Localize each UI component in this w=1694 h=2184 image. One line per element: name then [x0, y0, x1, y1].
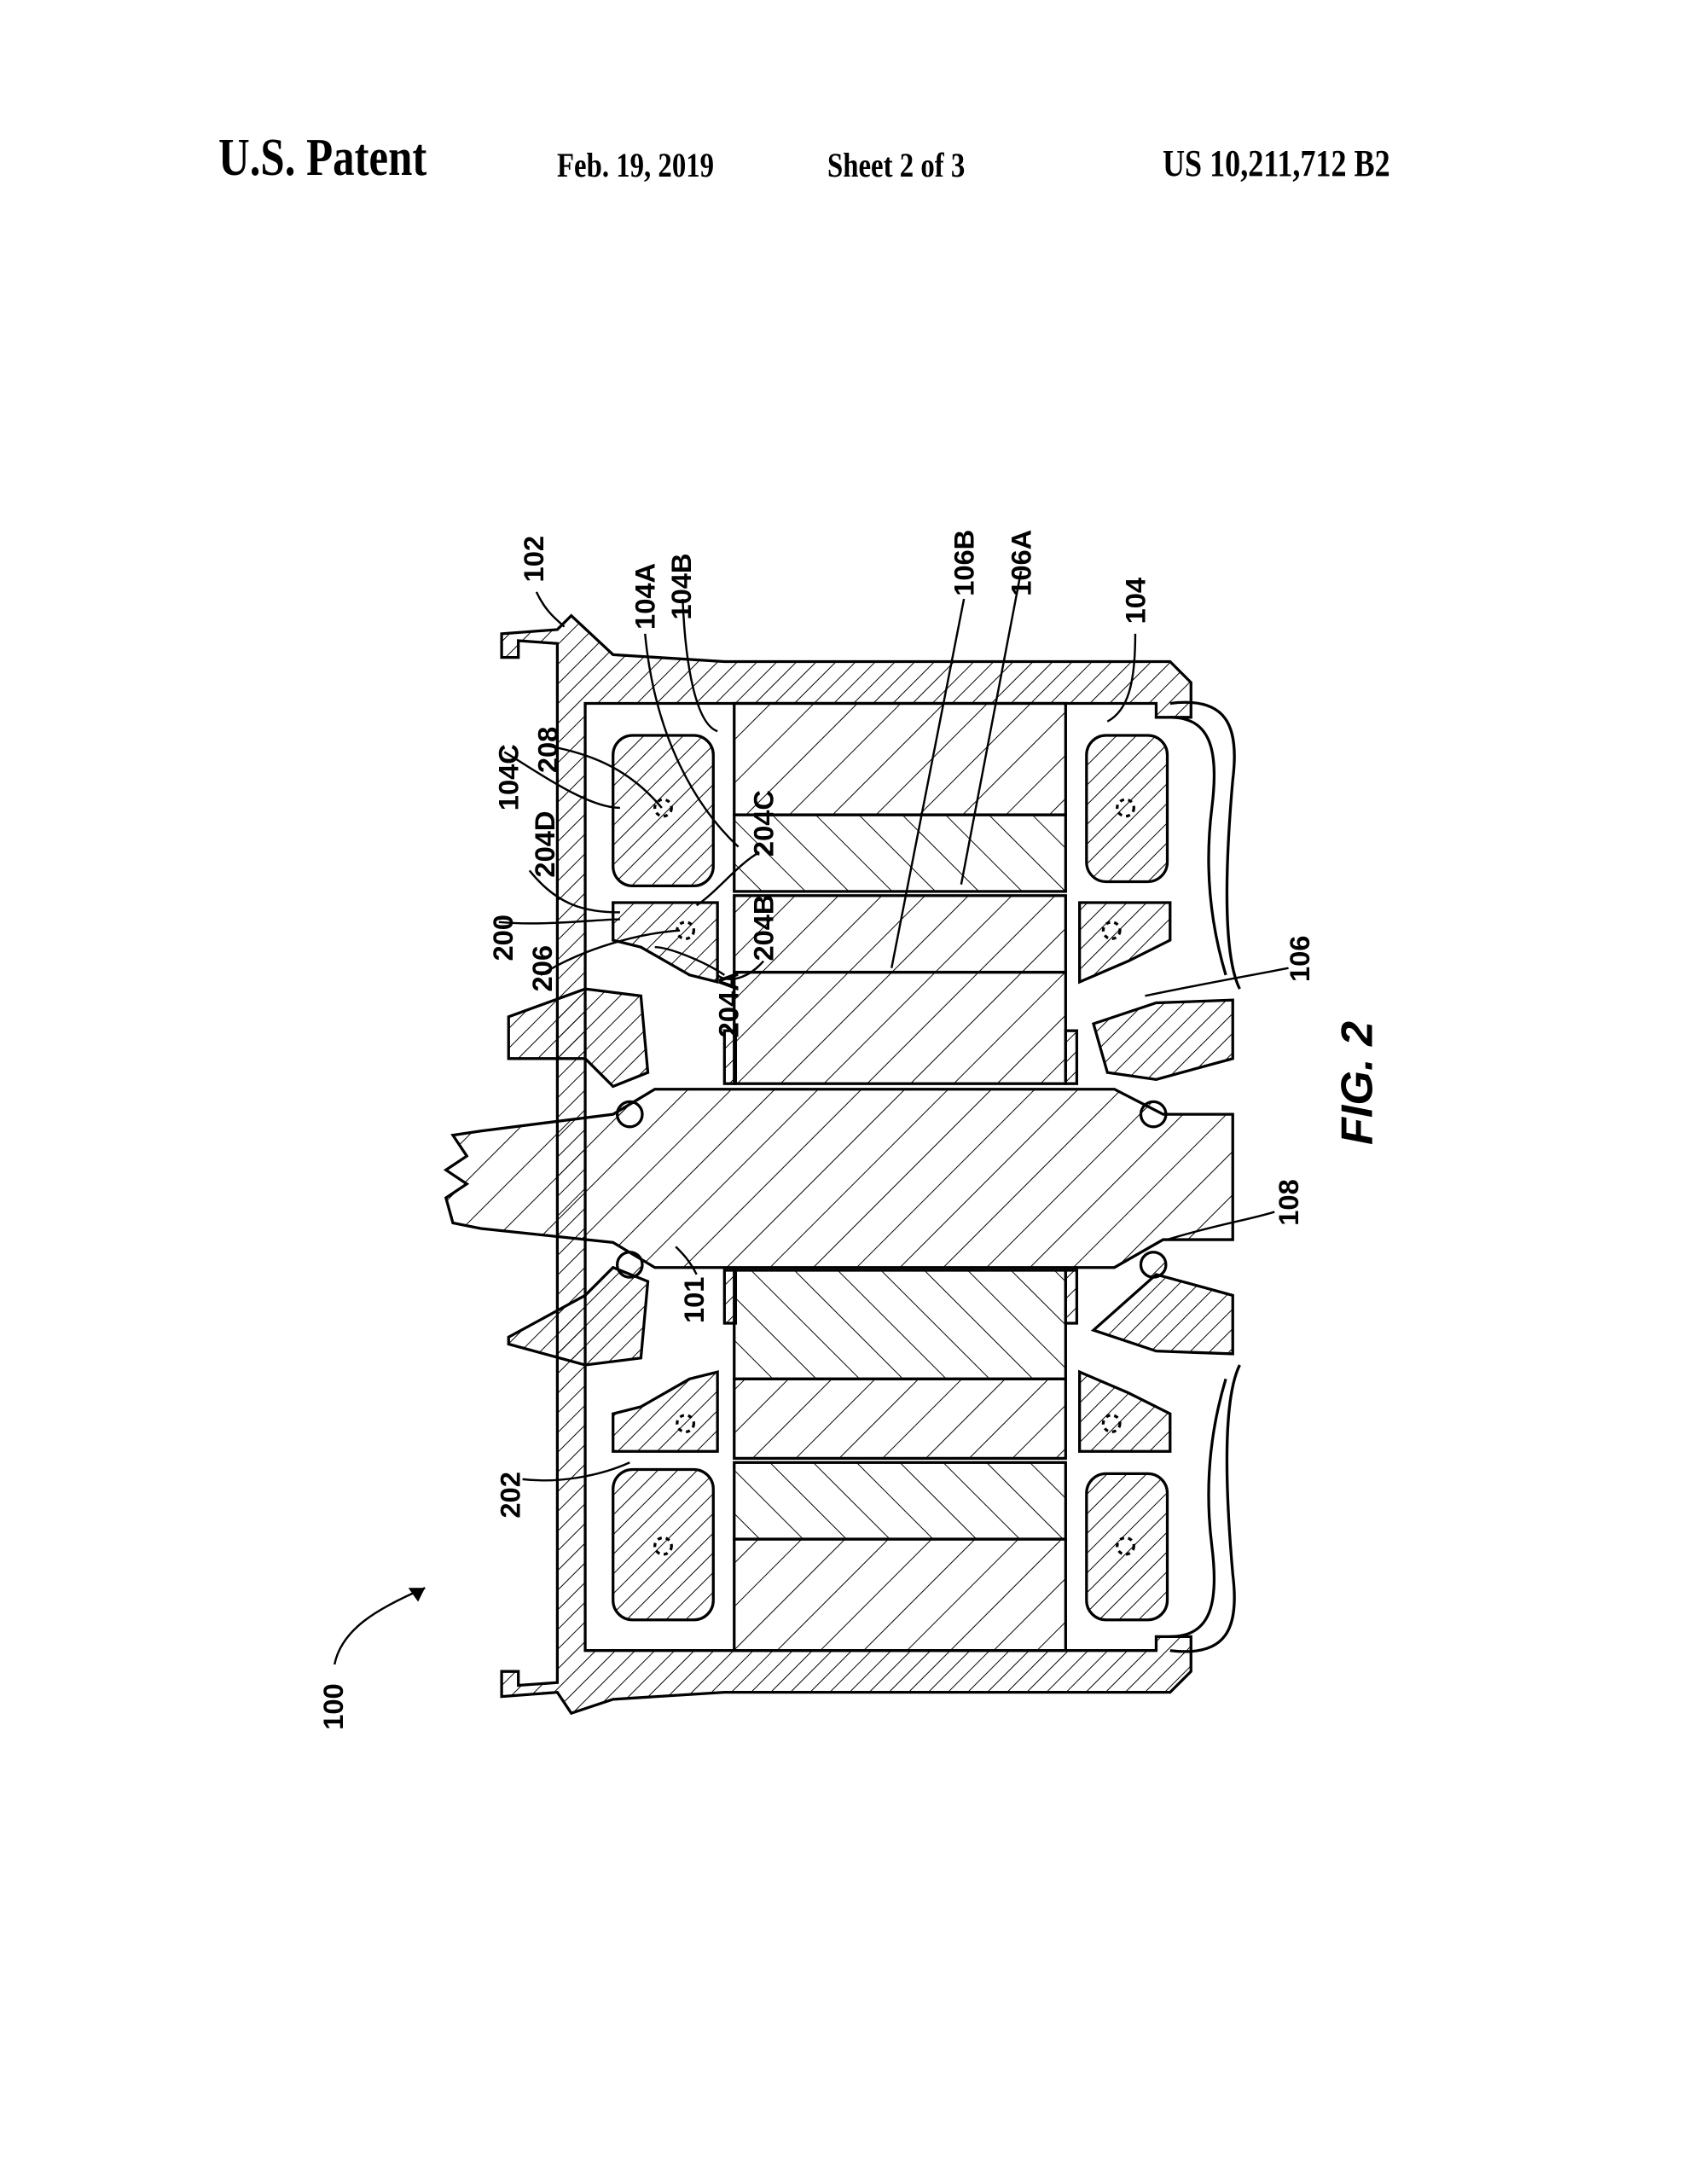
- label-106B: 106B: [949, 530, 980, 596]
- patent-date: Feb. 19, 2019: [557, 146, 715, 184]
- label-200: 200: [487, 915, 519, 961]
- patent-number: US 10,211,712 B2: [1163, 142, 1390, 184]
- arrowhead-icon: [408, 1588, 426, 1602]
- bearings: [507, 987, 1234, 1367]
- rotor: [722, 894, 1079, 1461]
- label-102: 102: [518, 536, 549, 582]
- label-108: 108: [1273, 1179, 1304, 1225]
- label-101: 101: [678, 1277, 710, 1323]
- housing: [500, 613, 1241, 1716]
- label-202: 202: [494, 1472, 525, 1518]
- label-206: 206: [526, 945, 558, 991]
- label-208: 208: [531, 727, 563, 773]
- label-106A: 106A: [1006, 530, 1037, 596]
- sheet-number: Sheet 2 of 3: [827, 146, 966, 184]
- end-rings: [612, 901, 1172, 1453]
- shaft: [443, 1088, 1234, 1269]
- stator-core: [733, 701, 1067, 1653]
- label-104B: 104B: [665, 553, 697, 619]
- label-104: 104: [1119, 578, 1151, 624]
- label-104A: 104A: [629, 563, 661, 630]
- leader-lines: [333, 571, 1289, 1665]
- label-204C: 204C: [747, 790, 779, 857]
- label-204B: 204B: [747, 894, 779, 961]
- figure-caption: FIG. 2: [1333, 1021, 1383, 1145]
- label-104C: 104C: [493, 744, 525, 810]
- label-204D: 204D: [529, 811, 560, 878]
- label-106: 106: [1284, 936, 1315, 982]
- patent-title: U.S. Patent: [218, 129, 427, 187]
- end-windings: [612, 734, 1169, 1622]
- label-100: 100: [317, 1683, 349, 1729]
- reference-labels: 102 104A 104B 106B 106A 104 208 104C 204…: [317, 530, 1383, 1730]
- label-204A: 204A: [713, 971, 745, 1037]
